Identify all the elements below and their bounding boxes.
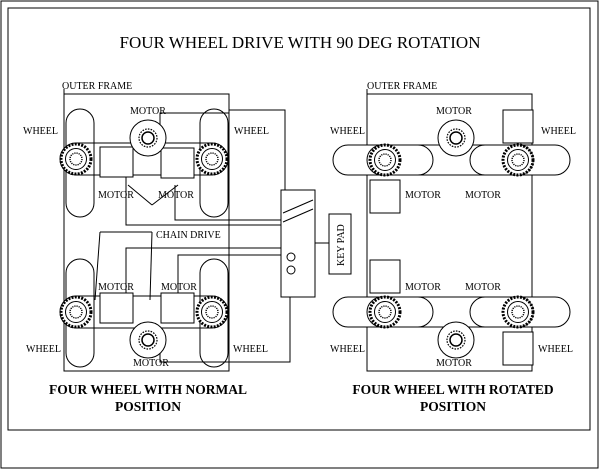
- left-motor-label-br: MOTOR: [161, 282, 197, 293]
- right-caption-line-1: FOUR WHEEL WITH ROTATED: [352, 382, 553, 397]
- left-wheel-label-tl: WHEEL: [23, 126, 58, 137]
- left-motor-box-br: [160, 292, 195, 324]
- right-motor-box-tl: [369, 179, 401, 214]
- right-outer-frame: [366, 93, 533, 372]
- left-motor-label-bl: MOTOR: [98, 282, 134, 293]
- left-motor-label-tr: MOTOR: [158, 190, 194, 201]
- keypad-label: KEY PAD: [336, 224, 347, 266]
- left-bottom-motor-label: MOTOR: [133, 358, 169, 369]
- left-motor-box-tr: [160, 147, 195, 179]
- chain-drive-label: CHAIN DRIVE: [156, 230, 221, 241]
- left-wheel-label-br: WHEEL: [233, 344, 268, 355]
- left-caption-line-2: POSITION: [115, 399, 181, 414]
- right-wheel-tl: [368, 143, 402, 177]
- right-motor-box-br: [502, 331, 534, 366]
- keypad: [328, 213, 352, 275]
- right-outer-frame-label: OUTER FRAME: [367, 81, 437, 92]
- left-wheel-tr: [195, 142, 229, 176]
- right-wheel-bl: [368, 295, 402, 329]
- controller-led-2: [286, 265, 296, 275]
- right-motor-label-tl: MOTOR: [405, 190, 441, 201]
- left-caption-line-1: FOUR WHEEL WITH NORMAL: [49, 382, 247, 397]
- right-wheel-tr: [501, 143, 535, 177]
- left-motor-box-tl: [99, 146, 134, 178]
- left-wheel-label-bl: WHEEL: [26, 344, 61, 355]
- left-assembly: OUTER FRAME MOTOR: [23, 81, 291, 372]
- right-assembly: OUTER FRAME MOTOR MOTOR WHEEL WHEEL WHEE…: [330, 81, 576, 372]
- right-wheel-label-tl: WHEEL: [330, 126, 365, 137]
- left-wheel-bl: [59, 295, 93, 329]
- left-wheel-tl: [59, 142, 93, 176]
- left-motor-label-tl: MOTOR: [98, 190, 134, 201]
- right-wheel-br: [501, 295, 535, 329]
- right-motor-label-tr: MOTOR: [465, 190, 501, 201]
- right-wheel-label-bl: WHEEL: [330, 344, 365, 355]
- left-top-motor-label: MOTOR: [130, 106, 166, 117]
- left-wheel-label-tr: WHEEL: [234, 126, 269, 137]
- right-wheel-label-tr: WHEEL: [541, 126, 576, 137]
- controller-unit: KEY PAD: [280, 189, 352, 298]
- right-motor-box-tr: [502, 109, 534, 144]
- left-outer-frame-label: OUTER FRAME: [62, 81, 132, 92]
- right-wheel-label-br: WHEEL: [538, 344, 573, 355]
- right-bottom-motor-label: MOTOR: [436, 358, 472, 369]
- right-top-motor-label: MOTOR: [436, 106, 472, 117]
- left-motor-box-bl: [99, 292, 134, 324]
- left-wheel-br: [195, 295, 229, 329]
- left-outer-frame: [63, 93, 230, 372]
- right-caption-line-2: POSITION: [420, 399, 486, 414]
- diagram-title: FOUR WHEEL DRIVE WITH 90 DEG ROTATION: [120, 33, 481, 52]
- right-motor-label-br: MOTOR: [465, 282, 501, 293]
- right-motor-label-bl: MOTOR: [405, 282, 441, 293]
- right-motor-box-bl: [369, 259, 401, 294]
- controller-led-1: [286, 252, 296, 262]
- inner-border: [7, 7, 591, 431]
